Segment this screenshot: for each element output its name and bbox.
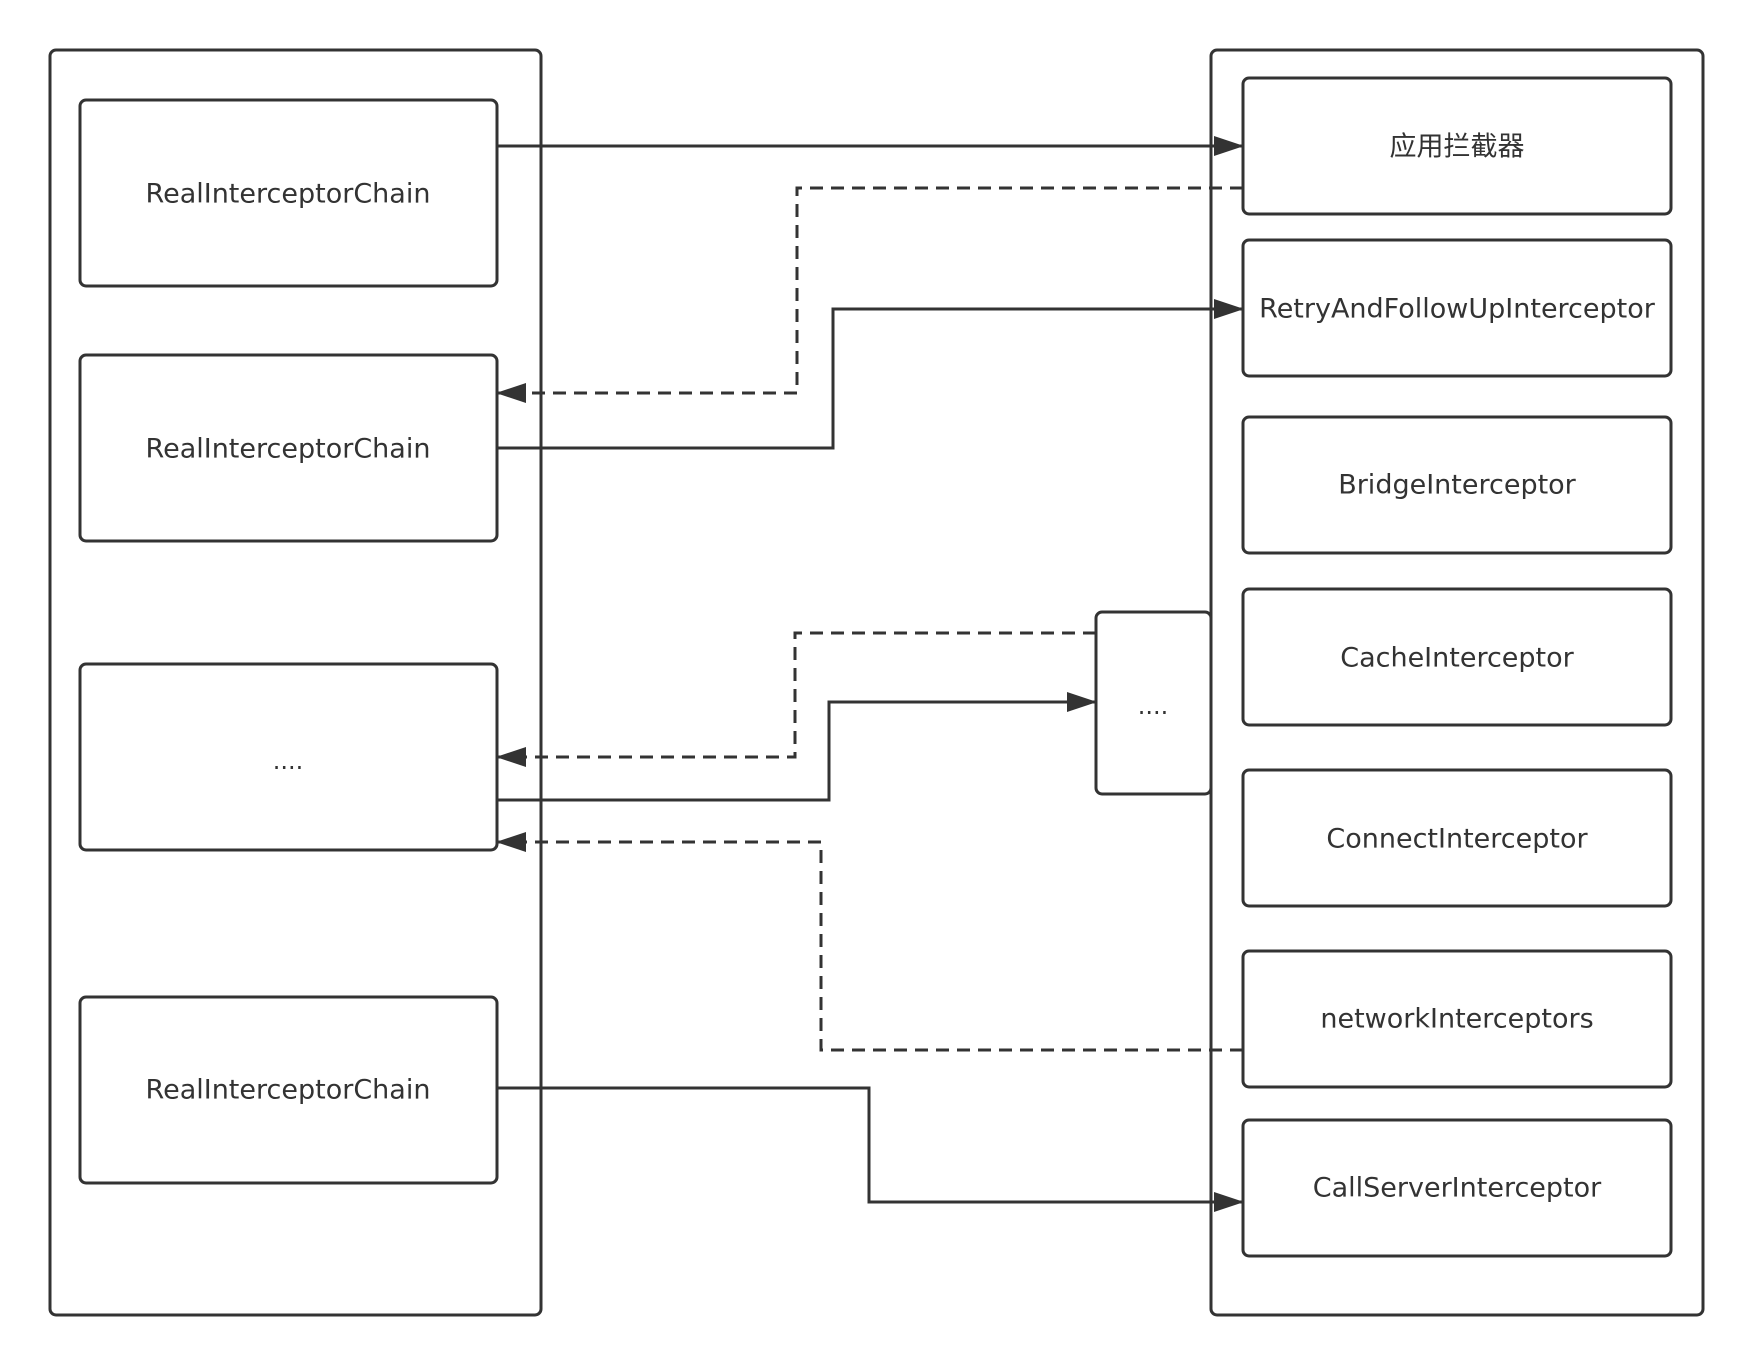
chain-node-2: RealInterceptorChain bbox=[78, 353, 499, 543]
chain-node-1-label: RealInterceptorChain bbox=[146, 179, 431, 210]
left-column-container bbox=[48, 48, 543, 1317]
retry-interceptor-node: RetryAndFollowUpInterceptor bbox=[1241, 238, 1673, 378]
edge-chain3-to-callserver-interceptor bbox=[497, 1086, 1244, 1212]
edge-chain-ellipsis-to-interceptor-ellipsis bbox=[497, 692, 1097, 802]
chain-node-3-label: RealInterceptorChain bbox=[146, 1075, 431, 1106]
callserver-interceptor-label: CallServerInterceptor bbox=[1313, 1173, 1602, 1204]
chain-node-1: RealInterceptorChain bbox=[78, 98, 499, 288]
network-interceptors-node: networkInterceptors bbox=[1241, 949, 1673, 1089]
bridge-interceptor-label: BridgeInterceptor bbox=[1338, 470, 1576, 501]
interceptor-ellipsis-node: .... bbox=[1094, 610, 1213, 796]
edge-network-interceptors-return-to-chain-ellipsis bbox=[496, 832, 1243, 1052]
app-interceptor-node: 应用拦截器 bbox=[1241, 76, 1673, 216]
cache-interceptor-node: CacheInterceptor bbox=[1241, 587, 1673, 727]
edge-chain2-to-retry-interceptor bbox=[497, 299, 1244, 450]
app-interceptor-label: 应用拦截器 bbox=[1390, 132, 1525, 163]
connect-interceptor-label: ConnectInterceptor bbox=[1326, 824, 1588, 855]
chain-node-3: RealInterceptorChain bbox=[78, 995, 499, 1185]
cache-interceptor-label: CacheInterceptor bbox=[1340, 643, 1574, 674]
network-interceptors-label: networkInterceptors bbox=[1320, 1004, 1593, 1035]
bridge-interceptor-node: BridgeInterceptor bbox=[1241, 415, 1673, 555]
chain-node-ellipsis: .... bbox=[78, 662, 499, 852]
retry-interceptor-label: RetryAndFollowUpInterceptor bbox=[1259, 294, 1656, 325]
callserver-interceptor-node: CallServerInterceptor bbox=[1241, 1118, 1673, 1258]
edge-app-interceptor-return-to-chain2 bbox=[496, 186, 1243, 403]
interceptor-ellipsis-label: .... bbox=[1138, 692, 1169, 720]
chain-node-2-label: RealInterceptorChain bbox=[146, 434, 431, 465]
chain-node-ellipsis-label: .... bbox=[273, 747, 304, 775]
connect-interceptor-node: ConnectInterceptor bbox=[1241, 768, 1673, 908]
edge-interceptor-ellipsis-return-to-chain-ellipsis bbox=[496, 631, 1096, 767]
